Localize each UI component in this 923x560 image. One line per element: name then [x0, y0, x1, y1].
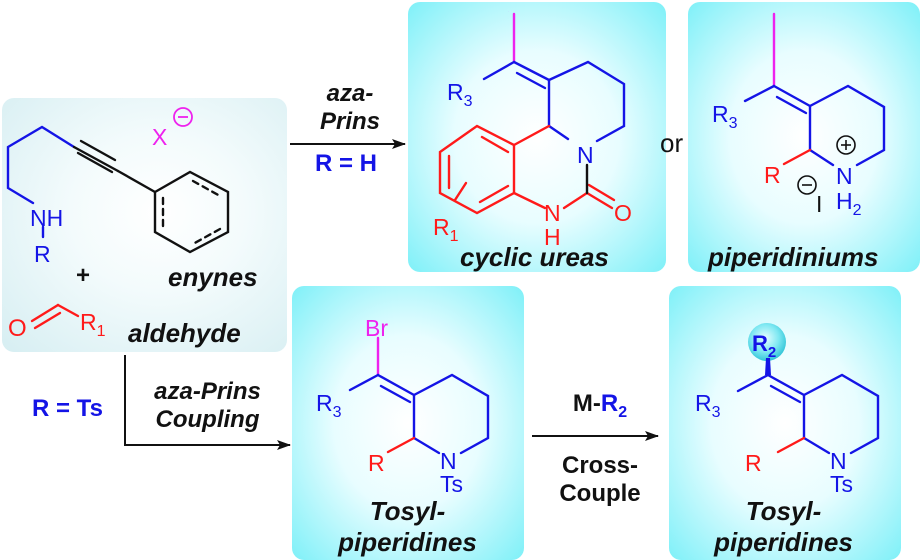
tosyl-r2-label-2: piperidines	[714, 527, 853, 558]
top-arrow-line-2: Prins	[319, 107, 381, 135]
bottom-arrow-condition: aza-Prins Coupling	[140, 378, 275, 433]
cyclic-urea-structure	[438, 12, 626, 215]
atom-r1: R1	[80, 309, 106, 340]
atom-r: R	[34, 241, 51, 267]
tbr-atom-r: R	[368, 450, 385, 476]
cu-atom-n: N	[577, 142, 594, 168]
atom-x: X	[152, 124, 167, 150]
aryl-link-bond	[116, 169, 157, 194]
atom-nh: NH	[30, 205, 63, 231]
phenyl-ring	[153, 170, 230, 254]
tosyl-br-structure	[348, 336, 490, 455]
enynes-label: enynes	[168, 262, 258, 292]
atom-o: O	[8, 315, 27, 342]
piperidiniums-box	[688, 2, 920, 272]
cross-couple-reagent: M-R2	[550, 390, 650, 422]
alkyne-bond	[72, 145, 120, 173]
cross-couple-line-1: Cross-	[561, 452, 639, 479]
aza-prins-coupling-arrow	[124, 355, 291, 450]
bottom-arrow-line-2: Coupling	[155, 405, 260, 433]
tosyl-br-label: Tosyl- piperidines	[300, 496, 515, 558]
tosyl-r2-label: Tosyl- piperidines	[676, 496, 891, 558]
cyclic-ureas-label: cyclic ureas	[460, 242, 609, 272]
cu-atom-nh-h: H	[544, 224, 561, 250]
pip-atom-r3: R3	[712, 101, 738, 132]
cu-atom-r1: R1	[433, 214, 459, 245]
alkyne-bond	[79, 139, 117, 162]
tosyl-r2-structure	[736, 358, 880, 455]
enyne-structure	[6, 125, 230, 330]
tr2-atom-r: R	[745, 450, 762, 476]
aldehyde-bond	[56, 303, 80, 318]
r-equals-ts: R = Ts	[32, 395, 103, 422]
tbr-atom-r3: R3	[316, 390, 342, 421]
tosyl-br-label-1: Tosyl-	[369, 496, 446, 526]
top-arrow-line-1: aza-	[326, 80, 374, 107]
aldehyde-bond	[30, 303, 60, 323]
reagent-metal: M-	[572, 390, 601, 417]
plus-sign: +	[76, 262, 90, 289]
tbr-atom-n: N	[440, 448, 457, 474]
enyne-chain-bond	[6, 125, 76, 205]
cu-atom-r3: R3	[447, 79, 473, 110]
tr2-atom-ts: Ts	[830, 471, 853, 497]
r2-highlight-ball	[748, 323, 786, 361]
tosyl-r2-box	[669, 286, 901, 560]
pip-atom-h2: H2	[836, 188, 862, 219]
tr2-atom-r3: R3	[695, 390, 721, 421]
cross-couple-condition: Cross- Couple	[545, 452, 655, 507]
alkyne-bond	[76, 151, 114, 174]
top-arrow-condition: aza- Prins	[300, 80, 400, 135]
cu-atom-nh-n: N	[544, 200, 561, 226]
cu-atom-o: O	[614, 200, 632, 226]
piperidiniums-label: piperidiniums	[708, 242, 879, 272]
cyclic-ureas-box	[408, 2, 666, 272]
piperidinium-structure	[743, 12, 886, 167]
pip-counter-iodide: I	[816, 191, 822, 217]
tosyl-br-box	[292, 286, 524, 560]
r-equals-h: R = H	[314, 150, 377, 177]
tbr-atom-br: Br	[365, 315, 388, 341]
aldehyde-label: aldehyde	[128, 318, 241, 348]
or-separator: or	[660, 128, 684, 158]
aldehyde-bond	[33, 311, 62, 330]
tosyl-br-label-2: piperidines	[338, 527, 477, 558]
tr2-atom-r2: R2	[752, 331, 776, 361]
tosyl-r2-label-1: Tosyl-	[745, 496, 822, 526]
tbr-atom-ts: Ts	[440, 471, 463, 497]
cross-couple-line-2: Couple	[559, 479, 641, 507]
bottom-arrow-line-1: aza-Prins	[154, 378, 261, 405]
cu-atom-i: I	[508, 11, 509, 13]
tr2-atom-n: N	[830, 448, 847, 474]
pip-minus-charge	[797, 175, 817, 195]
reagent-sub: 2	[618, 403, 628, 421]
reagent-r: R	[600, 390, 619, 417]
pip-atom-r: R	[764, 162, 781, 188]
x-charge-circle	[173, 107, 193, 127]
pip-atom-n: N	[836, 163, 853, 189]
pip-plus-charge	[836, 135, 856, 155]
